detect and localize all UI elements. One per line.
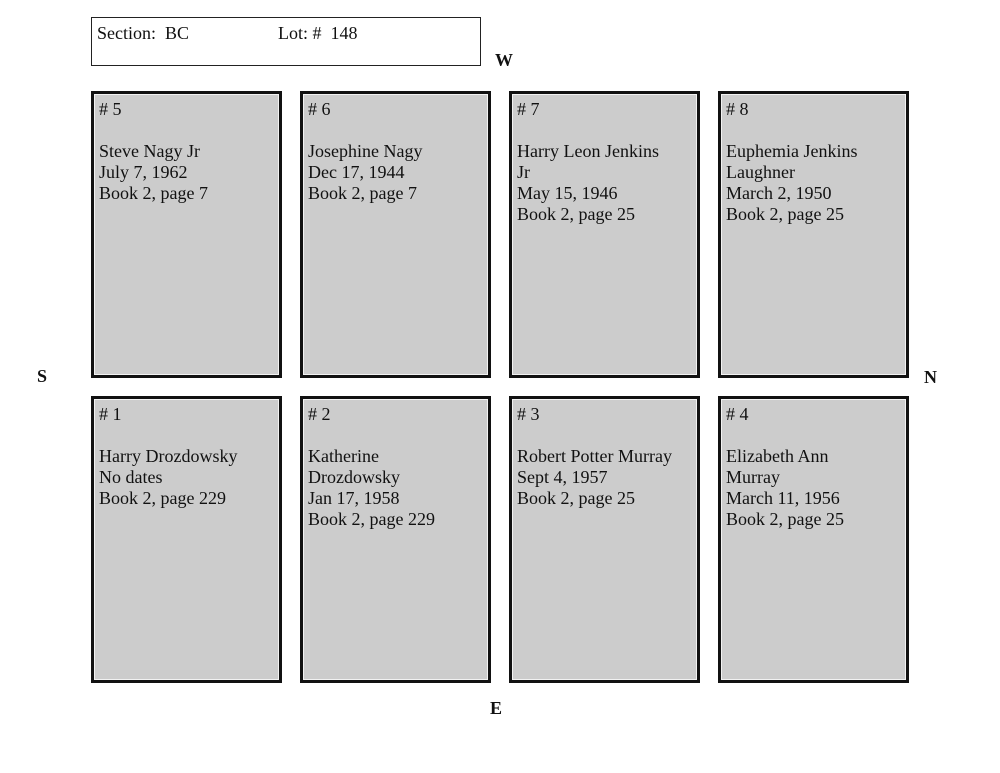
plot-number: # 6 xyxy=(308,99,331,119)
compass-north-label: N xyxy=(924,367,937,387)
plot-8: # 8 Euphemia Jenkins Laughner March 2, 1… xyxy=(718,91,909,378)
compass-east-label: E xyxy=(490,698,503,718)
plot-4: # 4 Elizabeth Ann Murray March 11, 1956 … xyxy=(718,396,909,683)
plot-date: March 11, 1956 xyxy=(726,488,840,508)
lot-header-box: Section: BC Lot: # 148 xyxy=(91,17,481,66)
plot-date: No dates xyxy=(99,467,163,487)
plot-name-continued: Drozdowsky xyxy=(308,467,400,487)
plot-record: Book 2, page 7 xyxy=(308,183,417,203)
plot-name-continued: Laughner xyxy=(726,162,795,182)
lot-number-label: Lot: # 148 xyxy=(278,23,358,43)
section-label: Section: BC xyxy=(97,23,190,43)
plot-1: # 1 Harry Drozdowsky No dates Book 2, pa… xyxy=(91,396,282,683)
plot-name: Josephine Nagy xyxy=(308,141,423,161)
plot-record: Book 2, page 229 xyxy=(308,509,435,529)
plot-record: Book 2, page 7 xyxy=(99,183,208,203)
plot-name: Robert Potter Murray xyxy=(517,446,672,466)
plot-2: # 2 Katherine Drozdowsky Jan 17, 1958 Bo… xyxy=(300,396,491,683)
plot-number: # 3 xyxy=(517,404,540,424)
plot-name: Harry Leon Jenkins xyxy=(517,141,659,161)
plot-7: # 7 Harry Leon Jenkins Jr May 15, 1946 B… xyxy=(509,91,700,378)
plot-date: May 15, 1946 xyxy=(517,183,618,203)
plot-number: # 7 xyxy=(517,99,540,119)
plot-number: # 5 xyxy=(99,99,122,119)
plot-name: Katherine xyxy=(308,446,379,466)
plot-3: # 3 Robert Potter Murray Sept 4, 1957 Bo… xyxy=(509,396,700,683)
plot-name: Euphemia Jenkins xyxy=(726,141,858,161)
plot-date: March 2, 1950 xyxy=(726,183,832,203)
plot-6: # 6 Josephine Nagy Dec 17, 1944 Book 2, … xyxy=(300,91,491,378)
plot-5: # 5 Steve Nagy Jr July 7, 1962 Book 2, p… xyxy=(91,91,282,378)
compass-south-label: S xyxy=(37,366,48,386)
plot-number: # 1 xyxy=(99,404,122,424)
plot-date: Sept 4, 1957 xyxy=(517,467,608,487)
plot-record: Book 2, page 25 xyxy=(517,488,635,508)
plot-name: Harry Drozdowsky xyxy=(99,446,238,466)
plot-date: July 7, 1962 xyxy=(99,162,188,182)
plot-name: Elizabeth Ann xyxy=(726,446,829,466)
plot-record: Book 2, page 25 xyxy=(726,509,844,529)
plot-date: Dec 17, 1944 xyxy=(308,162,405,182)
plot-record: Book 2, page 25 xyxy=(517,204,635,224)
plot-record: Book 2, page 229 xyxy=(99,488,226,508)
plot-name-continued: Murray xyxy=(726,467,780,487)
plot-number: # 8 xyxy=(726,99,749,119)
compass-west-label: W xyxy=(495,50,513,70)
plot-date: Jan 17, 1958 xyxy=(308,488,400,508)
plot-name-suffix: Jr xyxy=(517,162,530,182)
plot-name: Steve Nagy Jr xyxy=(99,141,200,161)
plot-record: Book 2, page 25 xyxy=(726,204,844,224)
plot-number: # 2 xyxy=(308,404,331,424)
plot-number: # 4 xyxy=(726,404,749,424)
